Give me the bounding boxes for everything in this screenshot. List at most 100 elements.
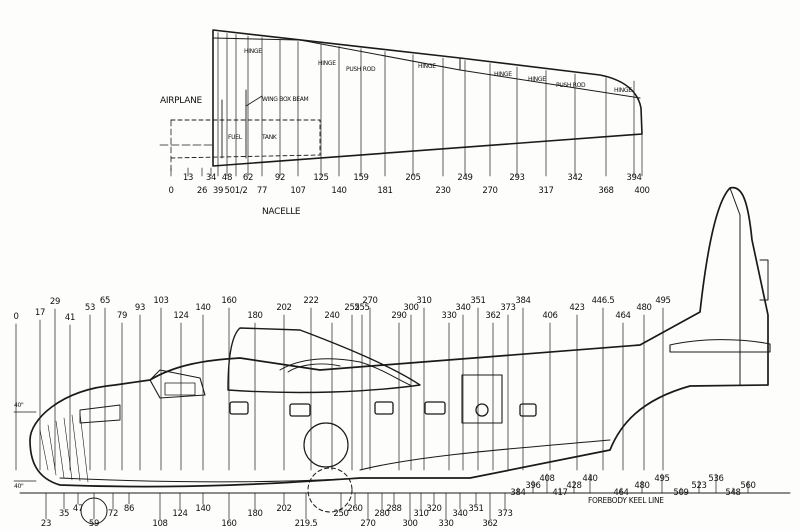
forebody-keel-line-label: FOREBODY KEEL LINE — [588, 496, 664, 505]
fuselage-top-station-label: 290 — [391, 311, 407, 321]
fuselage-bottom-station-label: 440 — [582, 474, 598, 484]
fuselage-bottom-station-label: 509 — [673, 488, 689, 498]
fuselage-top-station-label: 300 — [403, 303, 419, 313]
fuselage-bottom-station-label: 340 — [452, 509, 468, 519]
fuselage-top-station-label: 124 — [173, 311, 189, 321]
fuselage-bottom-station-label: 428 — [566, 481, 582, 491]
fuselage-top-station-label: 384 — [515, 296, 531, 306]
fuselage-bottom-station-label: 351 — [468, 504, 484, 514]
fuselage-bottom-station-label: 59 — [88, 519, 100, 529]
fuselage-bottom-station-label: 35 — [58, 509, 70, 519]
fuselage-bottom-station-label: 310 — [413, 509, 429, 519]
wing-station-label: 125 — [313, 173, 329, 183]
fuselage-top-station-label: 446.5 — [591, 296, 615, 306]
wing-station-label: 107 — [290, 186, 306, 196]
fuselage-bottom-station-label: 480 — [634, 481, 650, 491]
wing-station-label: 92 — [274, 173, 286, 183]
wing-station-label: 39 — [212, 186, 224, 196]
wing-station-label: 317 — [538, 186, 554, 196]
fuselage-bottom-station-label: 417 — [552, 488, 568, 498]
fuselage-top-station-label: 160 — [221, 296, 237, 306]
fuselage-bottom-station-label: 288 — [386, 504, 402, 514]
fuselage-top-station-label: 464 — [615, 311, 631, 321]
wing-station-label: 13 — [182, 173, 194, 183]
wing-station-label: 140 — [331, 186, 347, 196]
fuselage-bottom-station-label: 140 — [195, 504, 211, 514]
fuselage-bottom-station-label: 124 — [172, 509, 188, 519]
fuselage-bottom-station-label: 320 — [426, 504, 442, 514]
fuselage-top-station-label: 406 — [542, 311, 558, 321]
wing-station-label: 77 — [256, 186, 268, 196]
hinge-label: HINGE — [318, 60, 336, 67]
fuselage-top-station-label: 79 — [116, 311, 128, 321]
fuselage-top-station-label: 140 — [195, 303, 211, 313]
fuselage-bottom-station-label: 180 — [247, 509, 263, 519]
wing-planform — [159, 29, 643, 177]
fuselage-bottom-station-label: 108 — [152, 519, 168, 529]
fuselage-bottom-station-label: 250 — [333, 509, 349, 519]
wing-station-label: 249 — [457, 173, 473, 183]
wing-station-label: 400 — [634, 186, 650, 196]
wing-station-label: 394 — [626, 173, 642, 183]
wing-station-label: 368 — [598, 186, 614, 196]
hinge-label: HINGE — [614, 87, 632, 94]
fuselage-bottom-station-label: 270 — [360, 519, 376, 529]
fuselage-bottom-station-label: 23 — [40, 519, 52, 529]
fuselage-bottom-station-label: 396 — [525, 481, 541, 491]
fuselage-bottom-station-label: 384 — [510, 488, 526, 498]
hinge-label: HINGE — [244, 48, 262, 55]
fuselage-top-station-label: 373 — [500, 303, 516, 313]
fuselage-bottom-station-label: 219.5 — [294, 519, 318, 529]
wing-station-label: 26 — [196, 186, 208, 196]
fuselage-top-station-label: 41 — [64, 313, 76, 323]
hinge-label: HINGE — [494, 71, 512, 78]
hinge-label: HINGE — [528, 76, 546, 83]
wing-station-label: 0 — [168, 186, 174, 196]
fuselage-bottom-station-label: 47 — [72, 504, 84, 514]
wing-box-beam-label: WING BOX BEAM — [262, 96, 309, 103]
fuselage-top-station-label: 255 — [344, 303, 360, 313]
nacelle-label: NACELLE — [262, 207, 301, 217]
fuselage-top-station-label: 351 — [470, 296, 486, 306]
fuselage-bottom-station-label: 560 — [740, 481, 756, 491]
airplane-centerline-label: AIRPLANE — [160, 96, 202, 106]
fuselage-bottom-station-label: 330 — [438, 519, 454, 529]
wing-station-label: 501/2 — [224, 186, 248, 196]
fuselage-bottom-station-label: 362 — [482, 519, 498, 529]
wing-station-label: 342 — [567, 173, 583, 183]
fuselage-bottom-station-label: 548 — [725, 488, 741, 498]
wing-station-label: 62 — [242, 173, 254, 183]
fuselage-top-station-label: 222 — [303, 296, 319, 306]
fuselage-top-station-label: 0 — [13, 312, 19, 322]
fuselage-top-station-label: 270 — [362, 296, 378, 306]
fuselage-bottom-station-label: 300 — [402, 519, 418, 529]
fuselage-top-station-label: 65 — [99, 296, 111, 306]
fuselage-top-station-label: 103 — [153, 296, 169, 306]
push-rod-label: PUSH ROD — [346, 66, 376, 73]
fuselage-top-station-label: 480 — [636, 303, 652, 313]
fuselage-bottom-station-label: 280 — [374, 509, 390, 519]
fuselage-bottom-station-label: 536 — [708, 474, 724, 484]
fuselage-bottom-station-label: 260 — [347, 504, 363, 514]
fuselage-top-station-label: 180 — [247, 311, 263, 321]
fuel-label: FUEL — [228, 134, 242, 141]
fuselage-bottom-station-label: 373 — [497, 509, 513, 519]
fuselage-bottom-station-label: 408 — [539, 474, 555, 484]
fuselage-profile — [13, 186, 791, 525]
wing-station-label: 181 — [377, 186, 393, 196]
hinge-label: HINGE — [418, 63, 436, 70]
fuselage-top-station-label: 330 — [441, 311, 457, 321]
waterline-upper-label: 40" — [14, 402, 24, 409]
fuselage-bottom-station-label: 495 — [654, 474, 670, 484]
fuselage-bottom-station-label: 464 — [613, 488, 629, 498]
fuselage-bottom-station-label: 523 — [691, 481, 707, 491]
fuselage-top-station-label: 202 — [276, 303, 292, 313]
wing-station-label: 205 — [405, 173, 421, 183]
fuselage-bottom-station-label: 72 — [107, 509, 119, 519]
fuselage-top-station-label: 340 — [455, 303, 471, 313]
fuselage-top-station-label: 93 — [134, 303, 146, 313]
wing-station-label: 270 — [482, 186, 498, 196]
wing-station-label: 34 — [205, 173, 217, 183]
waterline-lower-label: 40" — [14, 483, 24, 490]
